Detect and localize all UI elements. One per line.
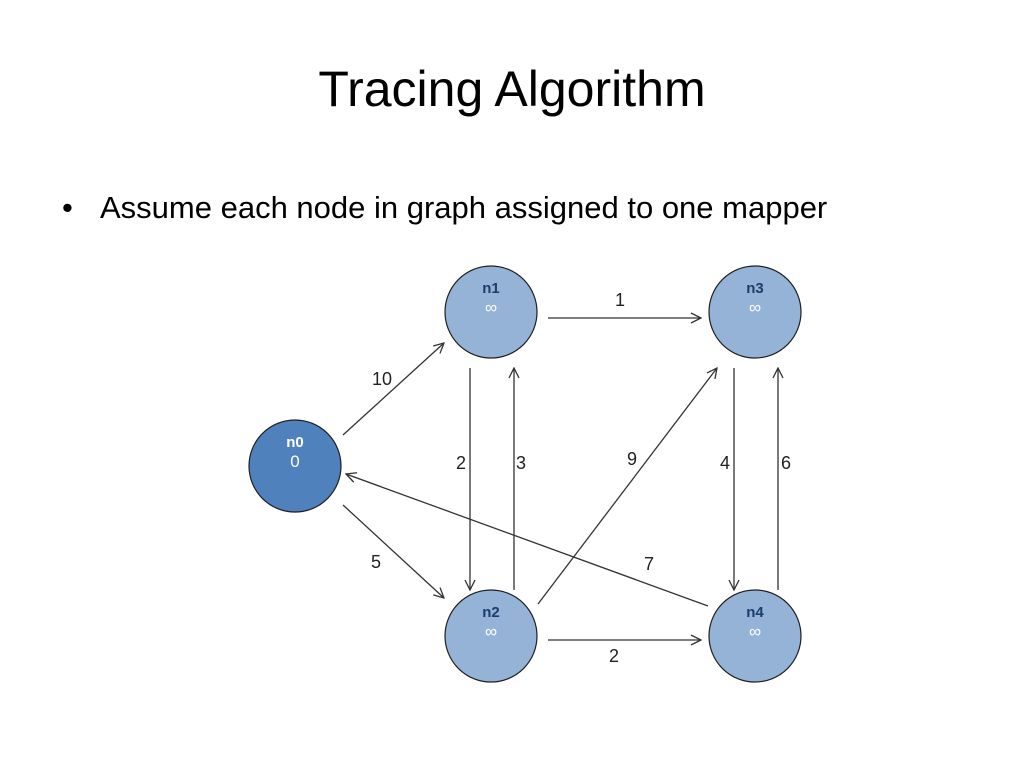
bullet-text: Assume each node in graph assigned to on…	[100, 190, 828, 225]
node-n4: n4∞	[708, 589, 802, 683]
node-n0: n00	[248, 419, 342, 513]
bullet-marker: •	[62, 190, 73, 225]
edge-weight-n3-n4: 4	[720, 453, 730, 473]
edge-n4-n0	[346, 474, 709, 607]
edge-weight-n0-n1: 10	[372, 369, 392, 389]
edge-n0-n2	[342, 504, 444, 598]
node-label-n4: n4	[746, 604, 764, 621]
node-circle-n3	[708, 265, 802, 359]
edge-weight-n4-n0: 7	[644, 554, 654, 574]
node-n3: n3∞	[708, 265, 802, 359]
bullet-item: • Assume each node in graph assigned to …	[62, 190, 827, 226]
edge-weight-n1-n3: 1	[615, 290, 625, 310]
node-circle-n0	[248, 419, 342, 513]
node-distance-n2: ∞	[485, 622, 497, 641]
node-label-n0: n0	[286, 434, 304, 451]
edge-weight-n1-n2: 2	[456, 453, 466, 473]
node-label-n3: n3	[746, 280, 764, 297]
edge-weight-n2-n3: 9	[627, 449, 637, 469]
slide-title: Tracing Algorithm	[318, 61, 706, 117]
node-circle-n1	[444, 265, 538, 359]
node-n2: n2∞	[444, 589, 538, 683]
node-distance-n3: ∞	[749, 298, 761, 317]
edge-weight-n2-n1: 3	[516, 453, 526, 473]
edge-weight-n2-n4: 2	[609, 646, 619, 666]
edge-n2-n3	[537, 368, 717, 605]
edge-weight-n0-n2: 5	[371, 552, 381, 572]
edge-weight-n4-n3: 6	[781, 453, 791, 473]
node-distance-n1: ∞	[485, 298, 497, 317]
node-label-n1: n1	[482, 280, 500, 297]
bullet-list: • Assume each node in graph assigned to …	[62, 190, 827, 226]
edges-layer: 10 5 1 2 3 9 2 4 6 7	[342, 290, 791, 666]
node-circle-n2	[444, 589, 538, 683]
node-n1: n1∞	[444, 265, 538, 359]
node-distance-n4: ∞	[749, 622, 761, 641]
node-distance-n0: 0	[290, 452, 299, 471]
node-label-n2: n2	[482, 604, 500, 621]
edge-n0-n1	[342, 343, 444, 436]
node-circle-n4	[708, 589, 802, 683]
